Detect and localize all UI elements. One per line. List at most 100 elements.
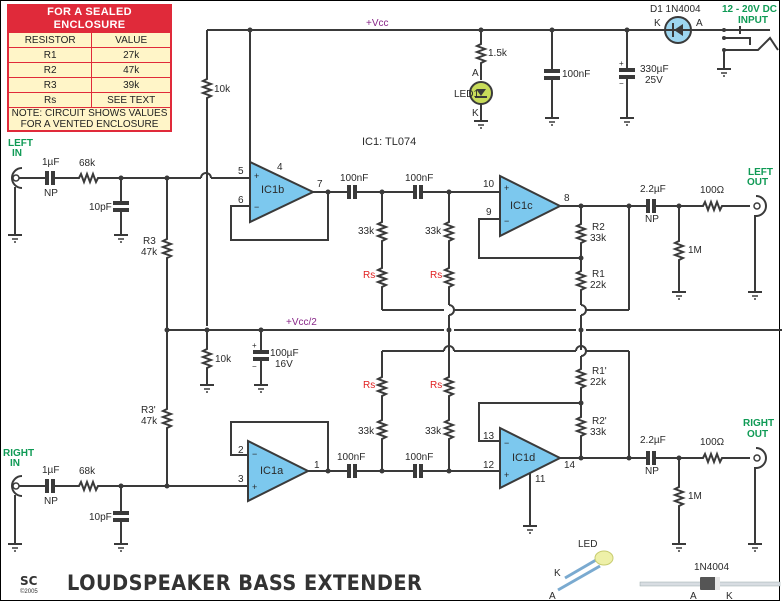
right-c-out-label: 2.2µF	[640, 435, 666, 446]
copyright: ©2005	[20, 589, 38, 595]
led1-label: LED1	[454, 89, 479, 100]
opamp-ic1a	[247, 439, 311, 503]
r-div-bot-label: 10k	[215, 354, 232, 365]
left-r-in-label: 68k	[79, 158, 96, 169]
left-c1-label: 100nF	[340, 173, 368, 184]
right-r3-name: R3'	[141, 405, 156, 416]
svg-text:−: −	[504, 438, 509, 448]
table-heading: FOR A SEALED ENCLOSURE	[7, 4, 172, 33]
ic1c-label: IC1c	[510, 200, 533, 212]
pin-label: 7	[317, 179, 323, 190]
vcc-half-rail: +Vcc/2 10k + − 100µF 16V	[164, 317, 782, 393]
opamp-ic1c	[499, 174, 563, 238]
left-r-load-label: 1M	[688, 245, 702, 256]
left-in-label: LEFT	[8, 138, 33, 149]
left-r33a-label: 33k	[358, 226, 375, 237]
left-rs-a-label: Rs	[363, 270, 375, 281]
left-r2-name: R2	[592, 222, 605, 233]
right-in-label: RIGHT	[3, 448, 34, 459]
ic1b-label: IC1b	[261, 184, 284, 196]
pin-label: 5	[238, 166, 244, 177]
d1-label: D1 1N4004	[650, 4, 701, 15]
d1-a-label: A	[696, 18, 703, 29]
diode-pinout-k: K	[726, 591, 733, 602]
dc-input-jack[interactable]: 12 - 20V DC INPUT	[716, 4, 779, 77]
led-branch: 1.5k A LED1 K	[454, 30, 508, 129]
led-pinout-title: LED	[578, 539, 597, 550]
led-k-label: K	[472, 108, 479, 119]
left-c-in-np: NP	[44, 188, 58, 199]
c-half-value: 100µF	[270, 348, 299, 359]
svg-text:−: −	[619, 79, 624, 88]
diode-pinout: 1N4004 A K	[639, 562, 781, 602]
left-r1-value: 22k	[590, 280, 607, 291]
right-out-label-2: OUT	[747, 429, 768, 440]
right-r-out-label: 100Ω	[700, 437, 725, 448]
left-in-label-2: IN	[12, 148, 22, 159]
svg-text:−: −	[504, 216, 509, 226]
pin-label: 8	[564, 193, 570, 204]
left-r3-name: R3	[143, 236, 156, 247]
pin-label: 1	[314, 460, 320, 471]
left-r3-value: 47k	[141, 247, 158, 258]
left-c2-label: 100nF	[405, 173, 433, 184]
r-led-label: 1.5k	[488, 48, 508, 59]
left-channel: LEFT IN 1µF NP 68k 10pF R3 47k IC	[7, 138, 773, 405]
pin-label: 10	[483, 179, 495, 190]
right-r2-value: 33k	[590, 427, 607, 438]
left-out-label-2: OUT	[747, 177, 768, 188]
pin-label: 14	[564, 460, 576, 471]
svg-text:−: −	[252, 449, 257, 459]
d1-k-label: K	[654, 18, 661, 29]
left-c-out-label: 2.2µF	[640, 184, 666, 195]
right-r33b-label: 33k	[425, 426, 442, 437]
sc-logo: SC	[20, 574, 38, 588]
led-pinout: LED K A	[549, 539, 614, 602]
right-c-filt-label: 10pF	[89, 512, 112, 523]
c-bulk-value: 330µF	[640, 64, 669, 75]
cell-value: SEE TEXT	[91, 92, 172, 108]
pin-label: 3	[238, 474, 244, 485]
led-pinout-k: K	[554, 568, 561, 579]
left-c-in-label: 1µF	[42, 157, 59, 168]
dc-input-label: 12 - 20V DC	[722, 4, 777, 15]
left-out-jack[interactable]	[753, 195, 767, 217]
svg-text:+: +	[504, 470, 509, 480]
left-r1-name: R1	[592, 269, 605, 280]
right-c2-label: 100nF	[405, 452, 433, 463]
left-r33b-label: 33k	[425, 226, 442, 237]
c-bulk-voltage: 25V	[645, 75, 663, 86]
vcc-label: +Vcc	[366, 18, 389, 29]
right-c-in-np: NP	[44, 496, 58, 507]
right-out-jack[interactable]	[753, 447, 767, 469]
svg-text:+: +	[504, 183, 509, 193]
pin-label: 2	[238, 445, 244, 456]
ic1a-label: IC1a	[260, 465, 284, 477]
r-div-top: 10k	[202, 30, 231, 326]
r-div-top-label: 10k	[214, 84, 231, 95]
c-bypass: 100nF	[544, 30, 590, 126]
opamp-ic1b	[249, 160, 316, 224]
right-r1-name: R1'	[592, 366, 607, 377]
pin-label: 6	[238, 195, 244, 206]
ic-label: IC1: TL074	[362, 136, 416, 148]
svg-text:−: −	[252, 362, 257, 371]
led-a-label: A	[472, 68, 479, 79]
note-line: NOTE: CIRCUIT SHOWS VALUES	[11, 108, 168, 119]
right-rs-b-label: Rs	[430, 380, 442, 391]
right-r-in-label: 68k	[79, 466, 96, 477]
c-bulk: + − 330µF 25V	[619, 30, 669, 126]
svg-text:+: +	[619, 59, 624, 68]
right-rs-a-label: Rs	[363, 380, 375, 391]
left-r-out-label: 100Ω	[700, 185, 725, 196]
left-r2-value: 33k	[590, 233, 607, 244]
pin-label: 12	[483, 460, 495, 471]
right-r3-value: 47k	[141, 416, 158, 427]
left-out-label: LEFT	[748, 167, 773, 178]
diode-pinout-title: 1N4004	[694, 562, 729, 573]
right-in-label-2: IN	[10, 458, 20, 469]
